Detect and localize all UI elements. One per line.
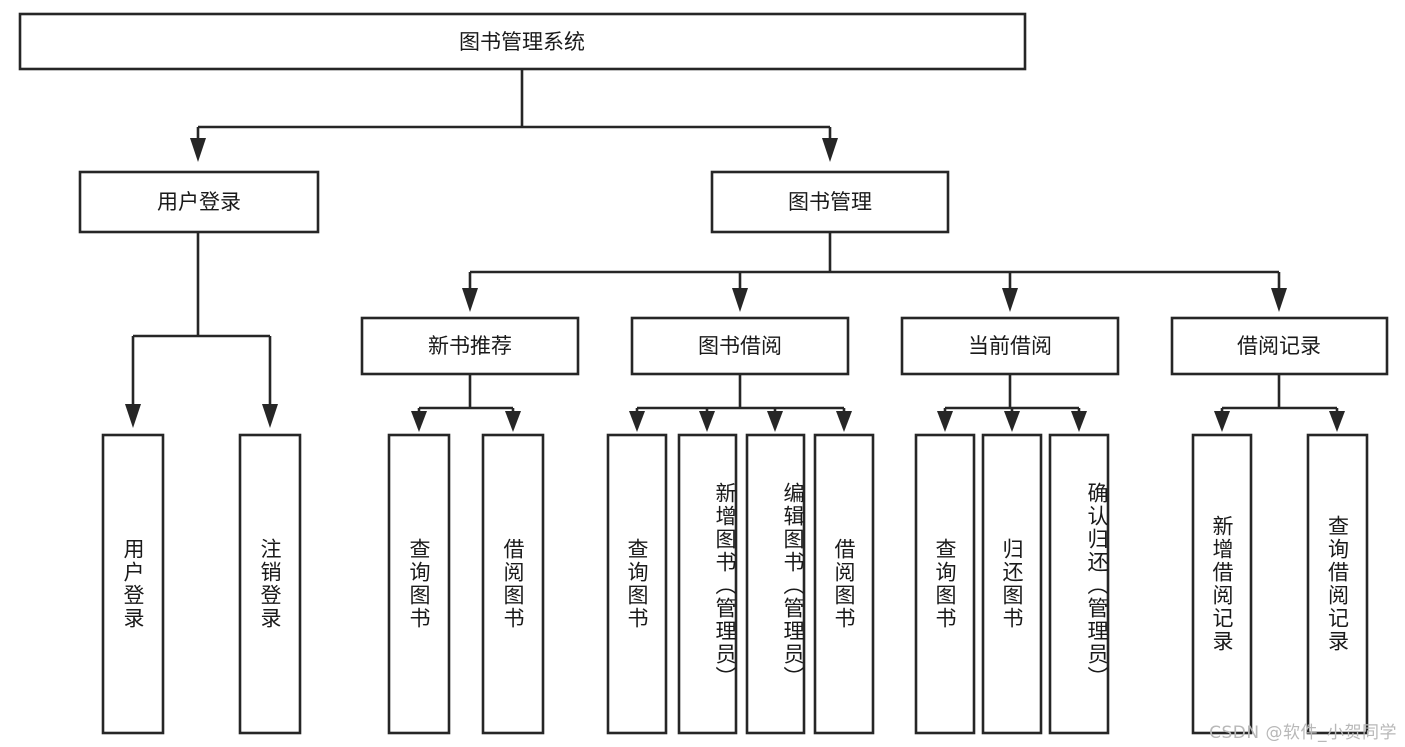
node-new-book-rec-label: 新书推荐	[428, 334, 512, 358]
leaf-rect-bookborrow-borrow[interactable]	[813, 433, 875, 735]
node-root[interactable]: 图书管理系统	[18, 12, 1027, 71]
leaf-rect-newbook-borrow[interactable]	[481, 433, 545, 735]
connector-group-user-login	[125, 232, 278, 428]
arrow-head-currentborrow-return	[1004, 411, 1020, 432]
connector-group-book-borrow	[629, 374, 852, 432]
connector-group-root	[190, 69, 838, 162]
leaf-rect-newbook-query[interactable]	[387, 433, 451, 735]
node-borrow-record[interactable]: 借阅记录	[1170, 316, 1389, 376]
arrow-head-current-borrow	[1002, 288, 1018, 312]
leaf-rect-bookborrow-query[interactable]	[606, 433, 668, 735]
arrow-head-newbook-borrow	[505, 411, 521, 432]
arrow-head-bookborrow-edit	[767, 411, 783, 432]
arrow-head-book-borrow	[732, 288, 748, 312]
node-current-borrow-rect	[900, 316, 1120, 376]
node-new-book-rec-rect	[360, 316, 580, 376]
node-user-login-label: 用户登录	[157, 190, 241, 214]
node-user-login-rect	[78, 170, 320, 234]
leaf-rect-logout[interactable]	[238, 433, 302, 735]
node-book-manage-rect	[710, 170, 950, 234]
node-root-rect	[18, 12, 1027, 71]
arrow-head-book-manage	[822, 138, 838, 162]
arrow-head-currentborrow-query	[937, 411, 953, 432]
arrow-head-leaf-user-login	[125, 404, 141, 428]
csdn-watermark: CSDN @软件_小贺同学	[1209, 723, 1397, 743]
node-book-manage[interactable]: 图书管理	[710, 170, 950, 234]
connector-group-new-book-rec	[411, 374, 521, 432]
node-current-borrow[interactable]: 当前借阅	[900, 316, 1120, 376]
arrow-head-bookborrow-borrow	[836, 411, 852, 432]
arrow-head-bookborrow-add	[699, 411, 715, 432]
node-book-borrow[interactable]: 图书借阅	[630, 316, 850, 376]
node-current-borrow-label: 当前借阅	[968, 334, 1052, 358]
connector-group-current-borrow	[937, 374, 1087, 432]
leaf-rect-user-login[interactable]	[101, 433, 165, 735]
arrow-head-borrowrecord-add	[1214, 411, 1230, 432]
leaf-rect-currentborrow-return[interactable]	[981, 433, 1043, 735]
node-root-label: 图书管理系统	[459, 30, 585, 54]
leaf-rect-currentborrow-confirm[interactable]	[1048, 433, 1110, 735]
node-book-borrow-rect	[630, 316, 850, 376]
leaf-rect-borrowrecord-query[interactable]	[1306, 433, 1369, 735]
leaf-rect-bookborrow-add[interactable]	[677, 433, 738, 735]
arrow-head-user-login	[190, 138, 206, 162]
arrow-head-new-book-rec	[462, 288, 478, 312]
arrow-head-bookborrow-query	[629, 411, 645, 432]
node-new-book-rec[interactable]: 新书推荐	[360, 316, 580, 376]
leaf-rect-currentborrow-query[interactable]	[914, 433, 976, 735]
node-borrow-record-label: 借阅记录	[1237, 334, 1321, 358]
arrow-head-borrowrecord-query	[1329, 411, 1345, 432]
arrow-head-newbook-query	[411, 411, 427, 432]
node-book-manage-label: 图书管理	[788, 190, 872, 214]
connector-group-book-manage	[462, 232, 1287, 312]
node-borrow-record-rect	[1170, 316, 1389, 376]
leaf-rect-bookborrow-edit[interactable]	[745, 433, 806, 735]
node-book-borrow-label: 图书借阅	[698, 334, 782, 358]
node-user-login[interactable]: 用户登录	[78, 170, 320, 234]
arrow-head-leaf-logout	[262, 404, 278, 428]
arrow-head-currentborrow-confirm	[1071, 411, 1087, 432]
arrow-head-borrow-record	[1271, 288, 1287, 312]
leaf-rect-borrowrecord-add[interactable]	[1191, 433, 1253, 735]
connector-group-borrow-record	[1214, 374, 1345, 432]
leaf-rect-group	[101, 433, 1369, 735]
